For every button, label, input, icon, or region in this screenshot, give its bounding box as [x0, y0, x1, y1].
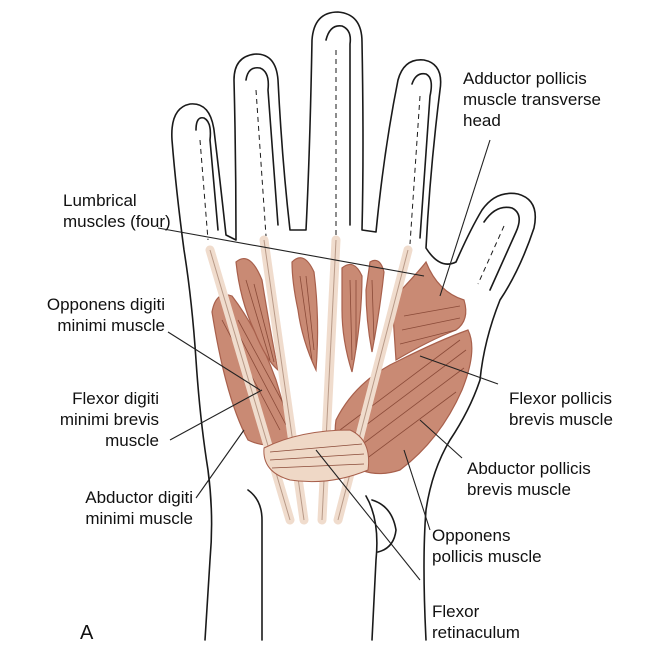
thumb-bones	[478, 226, 504, 284]
ring-finger-bones	[256, 90, 266, 236]
forearm-right	[366, 496, 377, 640]
leader-adductor	[440, 140, 490, 296]
lumbrical-2	[292, 258, 318, 370]
label-lumbrical-muscles: Lumbrical muscles (four)	[63, 190, 171, 232]
label-abductor-digiti-minimi: Abductor digiti minimi muscle	[85, 487, 193, 529]
panel-letter: A	[80, 622, 93, 645]
forearm-left	[248, 490, 262, 640]
label-adductor-pollicis-transverse: Adductor pollicis muscle transverse head	[463, 68, 601, 131]
index-finger-bones	[410, 96, 420, 244]
label-opponens-pollicis: Opponens pollicis muscle	[432, 525, 542, 567]
middle-finger-inner	[326, 26, 350, 225]
label-opponens-digiti-minimi: Opponens digiti minimi muscle	[47, 294, 165, 336]
label-flexor-retinaculum: Flexor retinaculum	[432, 601, 520, 643]
label-abductor-pollicis-brevis: Abductor pollicis brevis muscle	[467, 458, 591, 500]
label-flexor-digiti-minimi-brevis: Flexor digiti minimi brevis muscle	[60, 388, 159, 451]
ring-finger-inner	[246, 68, 278, 225]
leader-lumbrical	[158, 228, 424, 276]
label-flexor-pollicis-brevis: Flexor pollicis brevis muscle	[509, 388, 613, 430]
little-finger-bones	[200, 140, 208, 240]
leader-opponens-pollicis	[404, 450, 430, 530]
